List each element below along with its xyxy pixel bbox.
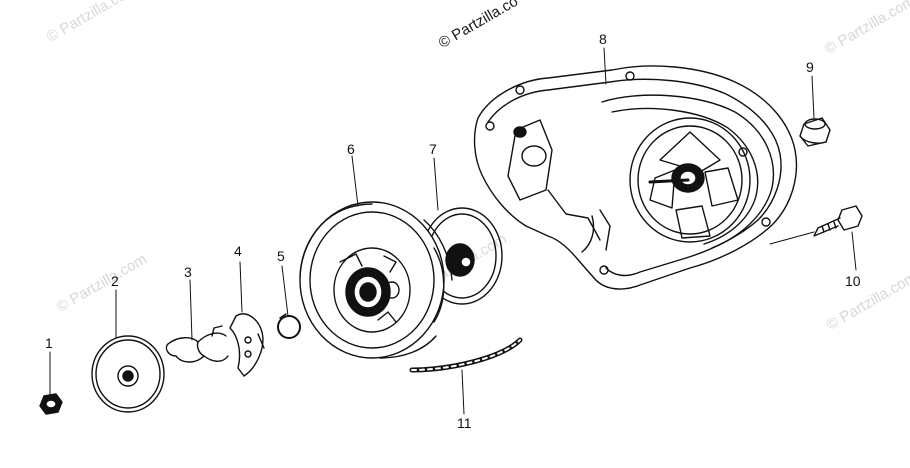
part-1-nut: [39, 393, 63, 415]
leader-lines: [49, 47, 857, 415]
part-4-pawl: [229, 313, 265, 377]
part-3-spring: [165, 325, 229, 363]
callout-6: 6: [347, 141, 355, 157]
part-10-bolt: [813, 205, 863, 237]
part-2-plate: [91, 335, 165, 413]
callout-7: 7: [429, 141, 437, 157]
part-6-pulley: [299, 201, 453, 359]
part-8-housing: [473, 65, 798, 290]
callout-2: 2: [111, 273, 119, 289]
part-11-rope: [409, 337, 523, 373]
part-5-ring: [277, 313, 301, 339]
callout-11: 11: [457, 415, 472, 431]
callout-5: 5: [277, 248, 285, 264]
part-9-bushing: [799, 117, 831, 147]
part-7-gear: [421, 207, 503, 305]
callout-3: 3: [184, 264, 192, 280]
callout-10: 10: [845, 273, 861, 289]
callout-8: 8: [599, 31, 607, 47]
callout-9: 9: [806, 59, 814, 75]
callout-4: 4: [234, 243, 242, 259]
callout-1: 1: [45, 335, 53, 351]
